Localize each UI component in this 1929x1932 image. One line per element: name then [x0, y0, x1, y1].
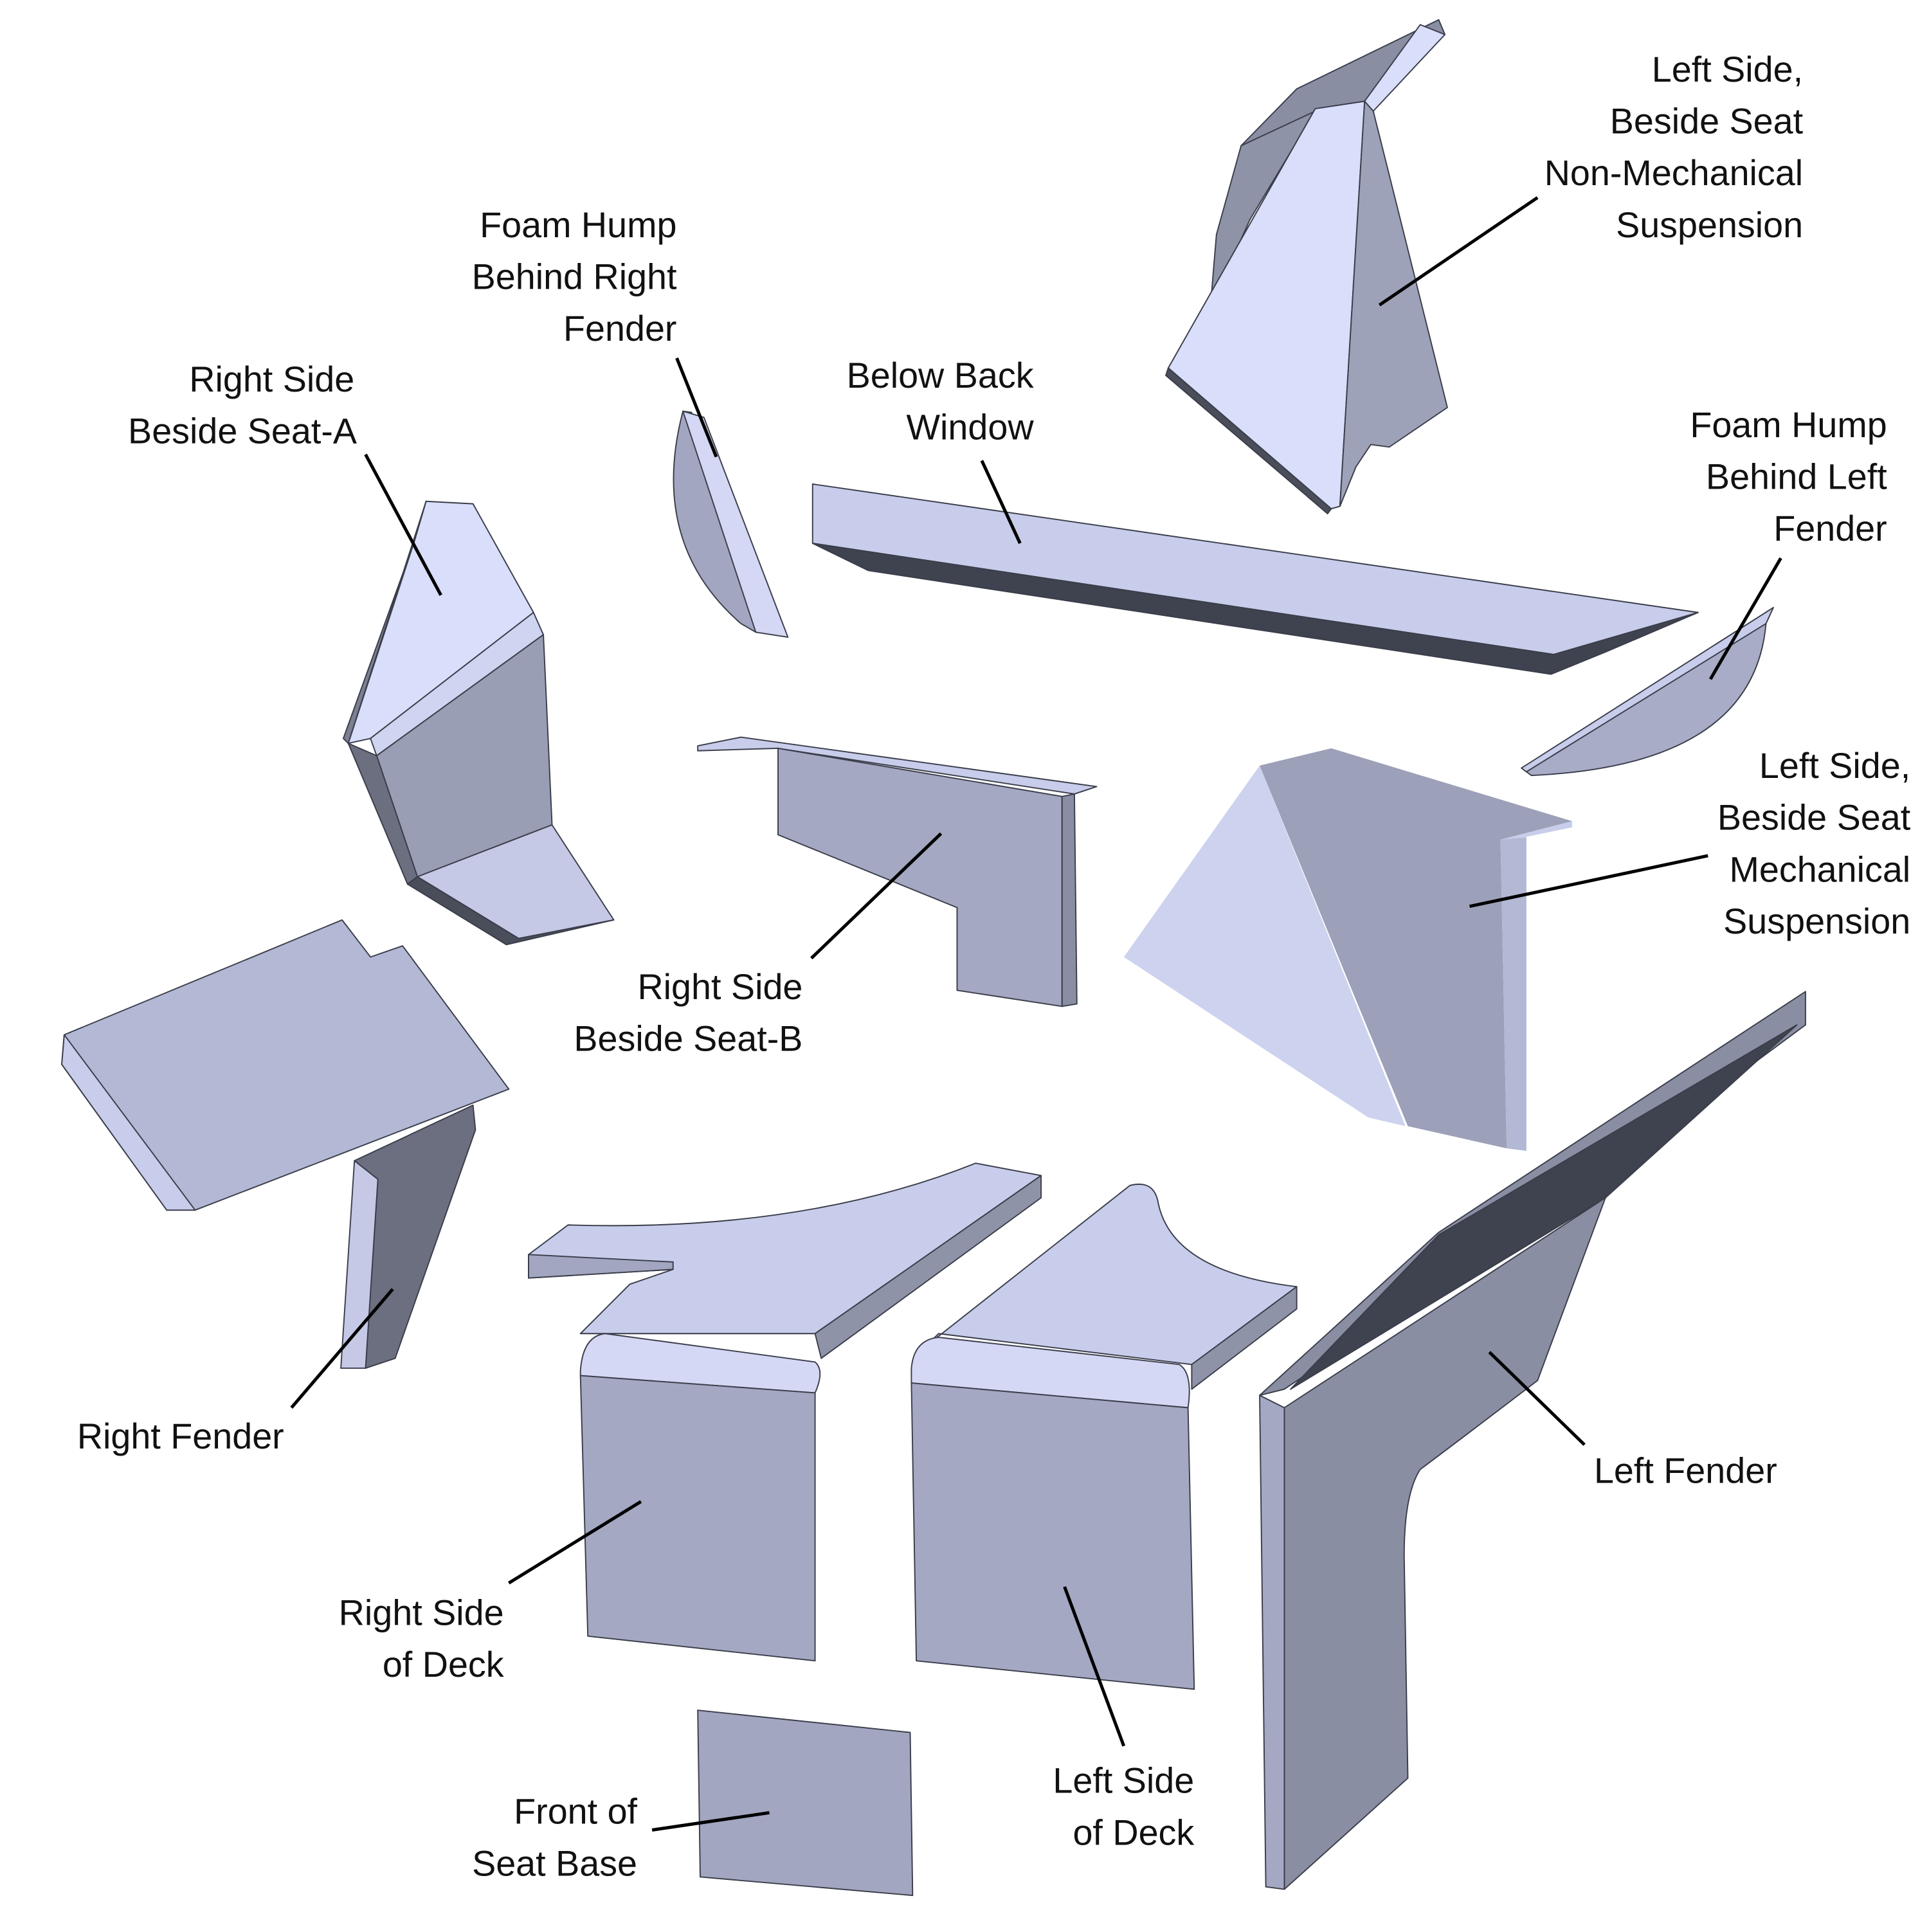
part-face — [910, 1337, 1190, 1409]
label-line: Foam Hump — [480, 205, 676, 245]
label-below-back-window: Below Back Window — [847, 356, 1035, 447]
label-line: Below Back — [847, 356, 1034, 395]
part-face — [1500, 837, 1526, 1151]
part-face — [910, 1382, 1195, 1690]
part-face — [1167, 100, 1366, 510]
part-right-fender — [61, 919, 510, 1369]
label-line: Window — [906, 408, 1034, 447]
part-face — [1165, 367, 1332, 514]
part-face — [1521, 606, 1774, 773]
part-face — [1283, 1197, 1606, 1890]
leader-foam-hump-right — [675, 357, 718, 458]
label-line: Suspension — [1723, 901, 1910, 941]
leader-left-side-mech — [1469, 854, 1708, 908]
label-foam-hump-left: Foam Hump Behind Left Fender — [1690, 405, 1887, 548]
label-line: Beside Seat-B — [574, 1018, 802, 1058]
part-left-side-non-mechanical — [1165, 19, 1448, 514]
part-face — [342, 500, 427, 745]
part-right-side-seat-b — [697, 736, 1098, 1007]
label-right-side-seat-a: Right Side Beside Seat-A — [128, 359, 358, 451]
part-face — [682, 410, 789, 638]
label-line: Suspension — [1616, 205, 1803, 245]
part-face — [1191, 1286, 1298, 1390]
label-line: Behind Right — [472, 257, 677, 296]
label-left-side-non-mech: Left Side, Beside Seat Non-Mechanical Su… — [1544, 50, 1804, 245]
part-face — [1290, 1024, 1798, 1390]
label-left-fender: Left Fender — [1594, 1451, 1777, 1491]
leader-foam-hump-left — [1708, 557, 1782, 680]
leader-right-side-deck — [507, 1500, 642, 1585]
part-front-seat-base — [697, 1710, 914, 1897]
leader-front-seat-base — [651, 1810, 770, 1832]
label-line: Mechanical — [1730, 849, 1911, 889]
label-line: Foam Hump — [1690, 405, 1887, 445]
label-line: Right Side — [189, 359, 354, 399]
part-face — [925, 1183, 1298, 1366]
label-line: Left Side, — [1759, 746, 1910, 786]
part-foam-hump-right — [673, 410, 789, 638]
part-face — [673, 410, 757, 633]
part-face — [811, 543, 1699, 675]
label-line: of Deck — [1073, 1812, 1194, 1852]
leader-left-side-non-mech — [1378, 196, 1539, 307]
leader-right-side-seat-b — [810, 832, 943, 960]
part-foam-hump-left — [1521, 606, 1774, 777]
label-line: of Deck — [383, 1645, 504, 1684]
leader-right-side-seat-a — [364, 453, 442, 596]
label-left-side-deck: Left Side of Deck — [1053, 1761, 1194, 1853]
label-line: Right Side — [339, 1593, 504, 1633]
label-line: Right Side — [637, 967, 802, 1007]
part-below-back-window — [811, 483, 1699, 675]
label-front-seat-base: Front of Seat Base — [472, 1792, 637, 1884]
part-left-fender — [1259, 991, 1806, 1890]
leader-left-fender — [1488, 1351, 1586, 1446]
part-right-side-seat-a — [342, 500, 615, 946]
part-face — [1123, 765, 1406, 1126]
part-left-side-deck — [910, 1183, 1298, 1690]
label-line: Right Fender — [77, 1416, 284, 1456]
part-face — [1259, 1395, 1285, 1890]
part-face — [406, 876, 615, 946]
label-line: Left Side, — [1652, 50, 1803, 89]
label-line: Front of — [514, 1792, 637, 1832]
leader-right-fender — [290, 1288, 394, 1409]
part-right-side-deck — [528, 1162, 1042, 1662]
label-line: Left Side — [1053, 1761, 1194, 1801]
label-line: Non-Mechanical — [1544, 153, 1803, 193]
part-left-side-mechanical — [1123, 748, 1572, 1151]
part-face — [697, 1710, 914, 1897]
label-line: Left Fender — [1594, 1451, 1777, 1491]
label-line: Beside Seat-A — [128, 411, 358, 451]
part-face — [1260, 748, 1572, 1149]
label-line: Fender — [1773, 509, 1887, 548]
label-left-side-mech: Left Side, Beside Seat Mechanical Suspen… — [1717, 746, 1911, 941]
part-face — [61, 1034, 196, 1211]
label-right-side-deck: Right Side of Deck — [339, 1593, 504, 1685]
leader-lines — [290, 196, 1782, 1832]
label-line: Fender — [563, 309, 676, 348]
part-face — [1339, 100, 1448, 507]
leader-below-back-window — [980, 460, 1022, 545]
part-face — [777, 747, 1063, 1007]
label-line: Beside Seat — [1610, 101, 1804, 141]
label-right-fender: Right Fender — [77, 1416, 284, 1456]
label-line: Behind Left — [1706, 457, 1887, 497]
part-face — [814, 1175, 1042, 1359]
part-face — [528, 1254, 674, 1279]
part-face — [579, 1375, 816, 1662]
label-foam-hump-right: Foam Hump Behind Right Fender — [472, 205, 677, 348]
leader-left-side-deck — [1063, 1586, 1126, 1747]
label-line: Beside Seat — [1717, 798, 1911, 838]
part-face — [1061, 793, 1078, 1007]
label-right-side-seat-b: Right Side Beside Seat-B — [574, 967, 802, 1059]
label-line: Seat Base — [472, 1843, 637, 1883]
part-face — [579, 1333, 821, 1394]
